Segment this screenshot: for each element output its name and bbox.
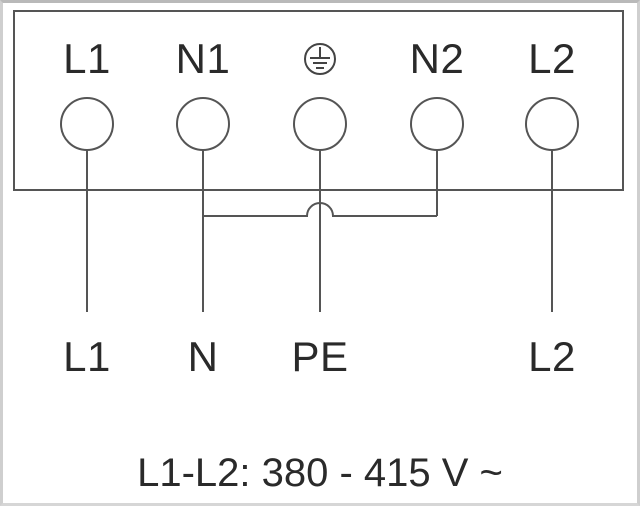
wire-label-pe: PE <box>291 333 349 380</box>
terminal-pe <box>293 97 347 151</box>
terminal-block <box>13 10 624 191</box>
wire-label-l2: L2 <box>528 333 576 380</box>
terminal-n1 <box>176 97 230 151</box>
terminal-label-n2: N2 <box>409 35 465 82</box>
terminal-label-l2: L2 <box>528 35 576 82</box>
wire-label-n: N <box>187 333 219 380</box>
voltage-rating: L1-L2: 380 - 415 V ~ <box>137 451 503 495</box>
neutral-bridge <box>203 202 437 217</box>
terminal-label-n1: N1 <box>175 35 231 82</box>
ground-icon <box>304 43 336 75</box>
wire-label-l1: L1 <box>63 333 111 380</box>
terminal-label-l1: L1 <box>63 35 111 82</box>
terminal-l2 <box>525 97 579 151</box>
terminal-l1 <box>60 97 114 151</box>
terminal-n2 <box>410 97 464 151</box>
